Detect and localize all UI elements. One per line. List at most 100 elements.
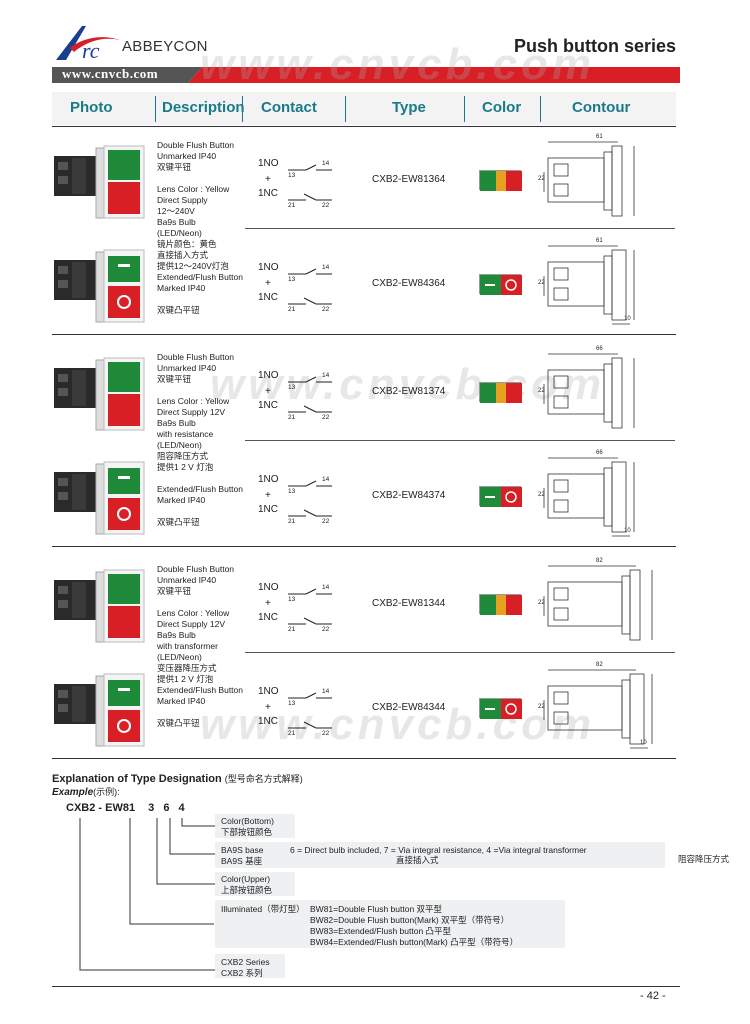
dimension-height: 22 [538,280,545,286]
color-bottom-label: Color(Bottom) 下部按钮颜色 [221,816,274,838]
description-line: Direct Supply 12V [157,407,226,417]
contact-plus: + [265,278,271,289]
dimension-width: 10 [624,528,631,534]
color-upper-en: Color(Upper) [221,874,271,884]
row-divider [52,334,676,335]
example-label: Example(示例): [52,787,120,798]
sub-row-divider [245,652,675,653]
description-line: Lens Color : Yellow [157,396,230,406]
footer-rule [52,986,680,987]
explanation-title: Explanation of Type Designation (型号命名方式解… [52,772,303,785]
contact-switch-icon [258,684,338,749]
contact-plus: + [265,702,271,713]
description-line: with transformer [157,641,218,651]
contact-nc-label: 1NC [258,504,279,515]
color-bottom-cn: 下部按钮颜色 [221,827,273,837]
color-upper-cn: 上部按钮颜色 [221,885,273,895]
column-divider [242,96,243,122]
base-description-cn: 直接插入式 [396,855,439,865]
code-base: 6 [163,802,170,814]
contact-nc-label: 1NC [258,292,279,303]
color-swatch [479,486,522,507]
description-line: Extended/Flush Button [157,484,244,494]
description-line: 阻容降压方式 [157,451,209,461]
type-code-cell: CXB2-EW81374 [372,386,446,397]
contact-switch-icon [258,156,338,221]
color-swatch [479,594,522,615]
code-style: EW81 [105,802,136,814]
description-line: Ba9s Bulb [157,418,196,428]
url-text: www.cnvcb.com [62,66,159,81]
dimension-height: 22 [538,492,545,498]
page-number: - 42 - [640,990,666,1002]
terminal-14: 14 [322,372,330,379]
description-line: 提供1 2 V 灯泡 [157,462,214,472]
row-divider [52,546,676,547]
description-line: Extended/Flush Button [157,272,244,282]
label-bg [215,954,285,978]
type-code-cell: CXB2-EW84344 [372,702,446,713]
series-en: CXB2 Series [221,957,270,967]
description-line: 双键凸平钮 [157,517,200,527]
explanation-title-en: Explanation of Type Designation [52,773,222,785]
product-photo [52,354,147,439]
description-line: Extended/Flush Button [157,685,244,695]
description-line: Marked IP40 [157,495,206,505]
description-line: (LED/Neon) [157,440,202,450]
description-line: Lens Color : Yellow [157,608,230,618]
terminal-21: 21 [288,306,296,313]
explanation-title-cn: (型号命名方式解释) [224,774,303,784]
watermark: www.cnvcb.com [200,40,596,89]
product-photo [52,142,147,227]
column-photo: Photo [70,99,113,116]
type-code-cell: CXB2-EW84364 [372,278,446,289]
terminal-13: 13 [288,276,296,283]
terminal-14: 14 [322,688,330,695]
description-line: 12～240V [157,206,195,216]
base-cn: BA9S 基座 [221,856,263,866]
designation-leader-lines [79,818,220,971]
terminal-13: 13 [288,172,296,179]
contact-no-label: 1NO [258,262,279,273]
illuminated-label: Illuminated（带灯型） [221,904,305,914]
column-divider [345,96,346,122]
color-swatch [479,698,522,719]
series-label: CXB2 Series CXB2 系列 [221,957,270,979]
contact-switch-icon [258,368,338,433]
column-divider [464,96,465,122]
color-upper-label: Color(Upper) 上部按钮颜色 [221,874,272,896]
description-line: 双键平钮 [157,162,192,172]
type-code: CXB2 - EW81 3 6 4 [66,802,185,814]
contact-nc-label: 1NC [258,188,279,199]
dimension-width: 10 [624,316,631,322]
terminal-21: 21 [288,626,296,633]
terminal-22: 22 [322,306,330,313]
column-divider [155,96,156,122]
code-bottom-color: 4 [178,802,185,814]
series-cn: CXB2 系列 [221,968,263,978]
label-bg [215,872,295,896]
dimension-height: 22 [538,704,545,710]
color-swatch [479,382,522,403]
description-line: 双键平钮 [157,374,192,384]
base-en: BA9S base [221,845,264,855]
terminal-13: 13 [288,384,296,391]
label-bg [215,842,665,868]
abbeycon-logo-icon: rc [56,26,120,63]
dimension-length: 66 [596,346,603,352]
terminal-22: 22 [322,518,330,525]
sub-row-divider [245,440,675,441]
column-color: Color [482,99,522,116]
terminal-14: 14 [322,584,330,591]
contact-nc-label: 1NC [258,612,279,623]
description-line: Double Flush Button [157,564,235,574]
